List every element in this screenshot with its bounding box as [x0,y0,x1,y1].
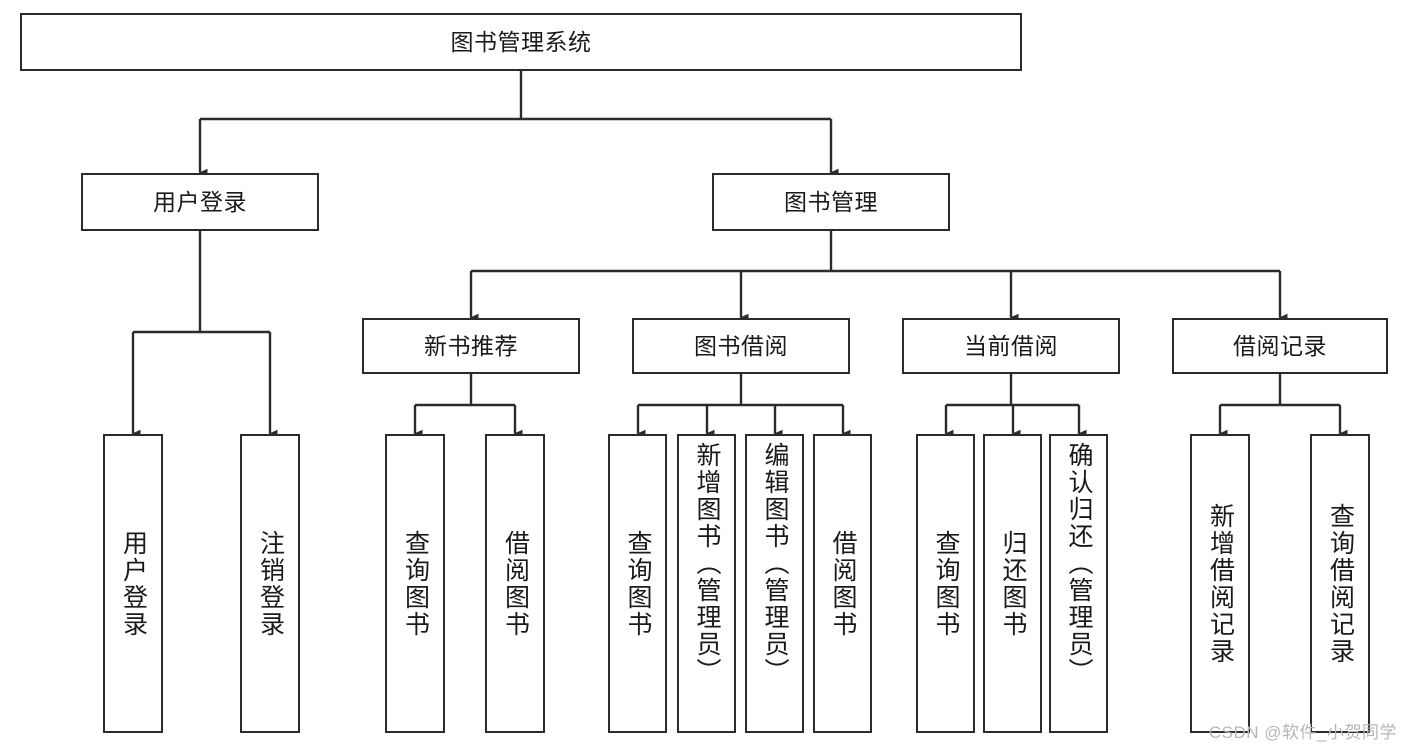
node-new-book-rec[interactable]: 新书推荐 [362,318,580,374]
node-leaf-query-record-label: 查询借阅记录 [1326,502,1355,665]
node-leaf-query-book-rec-label: 查询图书 [401,529,430,638]
node-leaf-add-record-label: 新增借阅记录 [1206,502,1235,665]
node-leaf-borrow-book-rec-label: 借阅图书 [501,529,530,638]
node-leaf-confirm-return[interactable]: 确认归还（管理员） [1049,434,1108,733]
node-leaf-edit-book[interactable]: 编辑图书（管理员） [745,434,804,733]
node-leaf-query-book-cur[interactable]: 查询图书 [916,434,975,733]
node-user-login[interactable]: 用户登录 [81,173,319,231]
node-book-borrow[interactable]: 图书借阅 [632,318,850,374]
node-book-manage[interactable]: 图书管理 [712,173,950,231]
node-leaf-user-logout-label: 注销登录 [256,529,285,638]
node-leaf-borrow-book[interactable]: 借阅图书 [813,434,872,733]
node-leaf-add-book[interactable]: 新增图书（管理员） [677,434,736,733]
csdn-watermark: CSDN @软件_小贺同学 [1208,723,1397,742]
node-leaf-return-book[interactable]: 归还图书 [983,434,1042,733]
node-book-manage-label: 图书管理 [784,188,878,215]
node-leaf-borrow-book-label: 借阅图书 [829,529,857,638]
node-root-label: 图书管理系统 [450,28,592,55]
node-leaf-user-login-label: 用户登录 [119,529,148,638]
node-leaf-query-book-rec[interactable]: 查询图书 [385,434,445,733]
node-book-borrow-label: 图书借阅 [694,332,788,359]
node-leaf-borrow-book-rec[interactable]: 借阅图书 [485,434,545,733]
node-root[interactable]: 图书管理系统 [20,13,1022,71]
node-leaf-query-book-label: 查询图书 [624,529,652,638]
node-leaf-user-logout[interactable]: 注销登录 [240,434,300,733]
node-leaf-query-record[interactable]: 查询借阅记录 [1310,434,1370,733]
node-leaf-edit-book-label: 编辑图书（管理员） [761,442,789,685]
node-borrow-record[interactable]: 借阅记录 [1172,318,1388,374]
node-user-login-label: 用户登录 [153,188,247,215]
node-current-borrow-label: 当前借阅 [964,332,1058,359]
node-leaf-query-book[interactable]: 查询图书 [608,434,667,733]
node-leaf-add-record[interactable]: 新增借阅记录 [1190,434,1250,733]
node-current-borrow[interactable]: 当前借阅 [902,318,1120,374]
node-leaf-user-login[interactable]: 用户登录 [103,434,163,733]
node-leaf-return-book-label: 归还图书 [999,529,1027,638]
node-leaf-query-book-cur-label: 查询图书 [932,529,960,638]
node-borrow-record-label: 借阅记录 [1233,332,1327,359]
node-leaf-confirm-return-label: 确认归还（管理员） [1065,442,1093,685]
node-new-book-rec-label: 新书推荐 [424,332,518,359]
node-leaf-add-book-label: 新增图书（管理员） [693,442,721,685]
